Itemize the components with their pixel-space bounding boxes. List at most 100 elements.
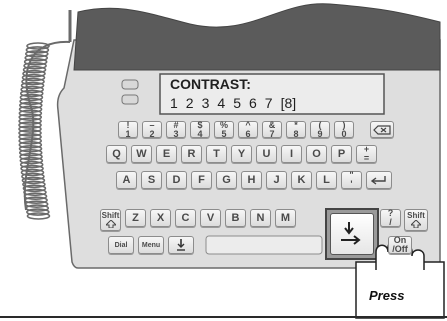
- letter-key-l[interactable]: L: [316, 171, 337, 189]
- key-symbol: /Off: [392, 245, 408, 254]
- key-symbol: 1: [125, 130, 130, 139]
- key-label: X: [157, 212, 164, 224]
- letter-key-w[interactable]: W: [131, 145, 152, 163]
- key-label: Q: [112, 148, 121, 160]
- key-symbol: 6: [245, 130, 250, 139]
- spacebar[interactable]: [206, 236, 322, 254]
- cord-coils: [19, 43, 49, 219]
- key-label: Y: [238, 148, 245, 160]
- menu-key[interactable]: Menu: [138, 236, 164, 254]
- letter-key-n[interactable]: N: [250, 209, 271, 227]
- letter-key-m[interactable]: M: [275, 209, 296, 227]
- dial-key[interactable]: Dial: [108, 236, 134, 254]
- contrast-level: 7: [265, 95, 273, 111]
- letter-key-x[interactable]: X: [150, 209, 171, 227]
- contrast-level: 2: [186, 95, 194, 111]
- down-right-arrow-icon: [337, 219, 367, 249]
- letter-key-j[interactable]: J: [266, 171, 287, 189]
- number-key-2[interactable]: –2: [142, 121, 162, 138]
- letter-key-d[interactable]: D: [166, 171, 187, 189]
- shift-label: Shift: [407, 212, 425, 220]
- on-off-key[interactable]: On/Off: [388, 236, 412, 254]
- key-label: D: [173, 174, 181, 186]
- contrast-level: 3: [202, 95, 210, 111]
- number-key-9[interactable]: (9: [310, 121, 330, 138]
- key-label: Menu: [142, 242, 160, 249]
- letter-key-b[interactable]: B: [225, 209, 246, 227]
- letter-key-c[interactable]: C: [175, 209, 196, 227]
- key-label: A: [123, 174, 131, 186]
- enter-key[interactable]: [366, 171, 392, 189]
- key-symbol: 7: [269, 130, 274, 139]
- number-key-7[interactable]: &7: [262, 121, 282, 138]
- key-label: W: [136, 148, 146, 160]
- key-label: H: [248, 174, 256, 186]
- backspace-key[interactable]: [370, 121, 394, 138]
- key-label: R: [188, 148, 196, 160]
- down-arrow-key[interactable]: [168, 236, 194, 254]
- key-symbol: ': [350, 180, 352, 189]
- key-label: O: [312, 148, 321, 160]
- number-key-6[interactable]: ^6: [238, 121, 258, 138]
- number-key-3[interactable]: #3: [166, 121, 186, 138]
- key-symbol: 3: [173, 130, 178, 139]
- letter-key-v[interactable]: V: [200, 209, 221, 227]
- down-right-arrow-key[interactable]: [330, 213, 374, 255]
- slash-question-key[interactable]: ?/: [380, 209, 401, 227]
- lcd-title: CONTRAST:: [170, 76, 251, 92]
- letter-key-t[interactable]: T: [206, 145, 227, 163]
- key-symbol: 0: [341, 130, 346, 139]
- number-key-8[interactable]: *8: [286, 121, 306, 138]
- letter-key-p[interactable]: P: [331, 145, 352, 163]
- key-label: I: [290, 148, 293, 160]
- letter-key-z[interactable]: Z: [125, 209, 146, 227]
- contrast-level: 5: [233, 95, 241, 111]
- key-label: S: [148, 174, 155, 186]
- letter-key-a[interactable]: A: [116, 171, 137, 189]
- key-label: P: [338, 148, 345, 160]
- letter-key-r[interactable]: R: [181, 145, 202, 163]
- key-label: M: [281, 212, 290, 224]
- key-symbol: 8: [293, 130, 298, 139]
- plus-equals-key[interactable]: +=: [356, 145, 377, 163]
- number-key-5[interactable]: %5: [214, 121, 234, 138]
- bottom-divider: [0, 316, 447, 318]
- down-arrow-icon: [175, 238, 187, 252]
- letter-key-u[interactable]: U: [256, 145, 277, 163]
- contrast-level: 6: [249, 95, 257, 111]
- key-label: G: [222, 174, 231, 186]
- letter-key-s[interactable]: S: [141, 171, 162, 189]
- letter-key-o[interactable]: O: [306, 145, 327, 163]
- shift-key-right[interactable]: Shift: [404, 209, 428, 231]
- key-symbol: 5: [221, 130, 226, 139]
- letter-key-y[interactable]: Y: [231, 145, 252, 163]
- letter-key-g[interactable]: G: [216, 171, 237, 189]
- shift-label: Shift: [102, 212, 120, 220]
- letter-key-k[interactable]: K: [291, 171, 312, 189]
- key-label: J: [273, 174, 279, 186]
- contrast-level: 1: [170, 95, 178, 111]
- indicator-light-bottom: [122, 95, 138, 104]
- key-label: B: [232, 212, 240, 224]
- key-label: E: [163, 148, 170, 160]
- indicator-light-top: [122, 80, 138, 89]
- shift-key-left[interactable]: Shift: [100, 209, 121, 231]
- letter-key-h[interactable]: H: [241, 171, 262, 189]
- key-label: L: [323, 174, 330, 186]
- number-key-4[interactable]: $4: [190, 121, 210, 138]
- key-symbol: 9: [317, 130, 322, 139]
- key-label: Dial: [115, 242, 128, 249]
- quote-key[interactable]: "': [341, 171, 362, 189]
- key-symbol: =: [364, 154, 369, 163]
- contrast-level: 4: [217, 95, 225, 111]
- key-symbol: /: [389, 218, 392, 227]
- contrast-level: [8]: [281, 95, 297, 111]
- cord-coil: [27, 213, 49, 219]
- letter-key-e[interactable]: E: [156, 145, 177, 163]
- number-key-0[interactable]: )0: [334, 121, 354, 138]
- number-key-1[interactable]: !1: [118, 121, 138, 138]
- letter-key-q[interactable]: Q: [106, 145, 127, 163]
- shift-arrow-icon: [411, 220, 421, 228]
- letter-key-f[interactable]: F: [191, 171, 212, 189]
- letter-key-i[interactable]: I: [281, 145, 302, 163]
